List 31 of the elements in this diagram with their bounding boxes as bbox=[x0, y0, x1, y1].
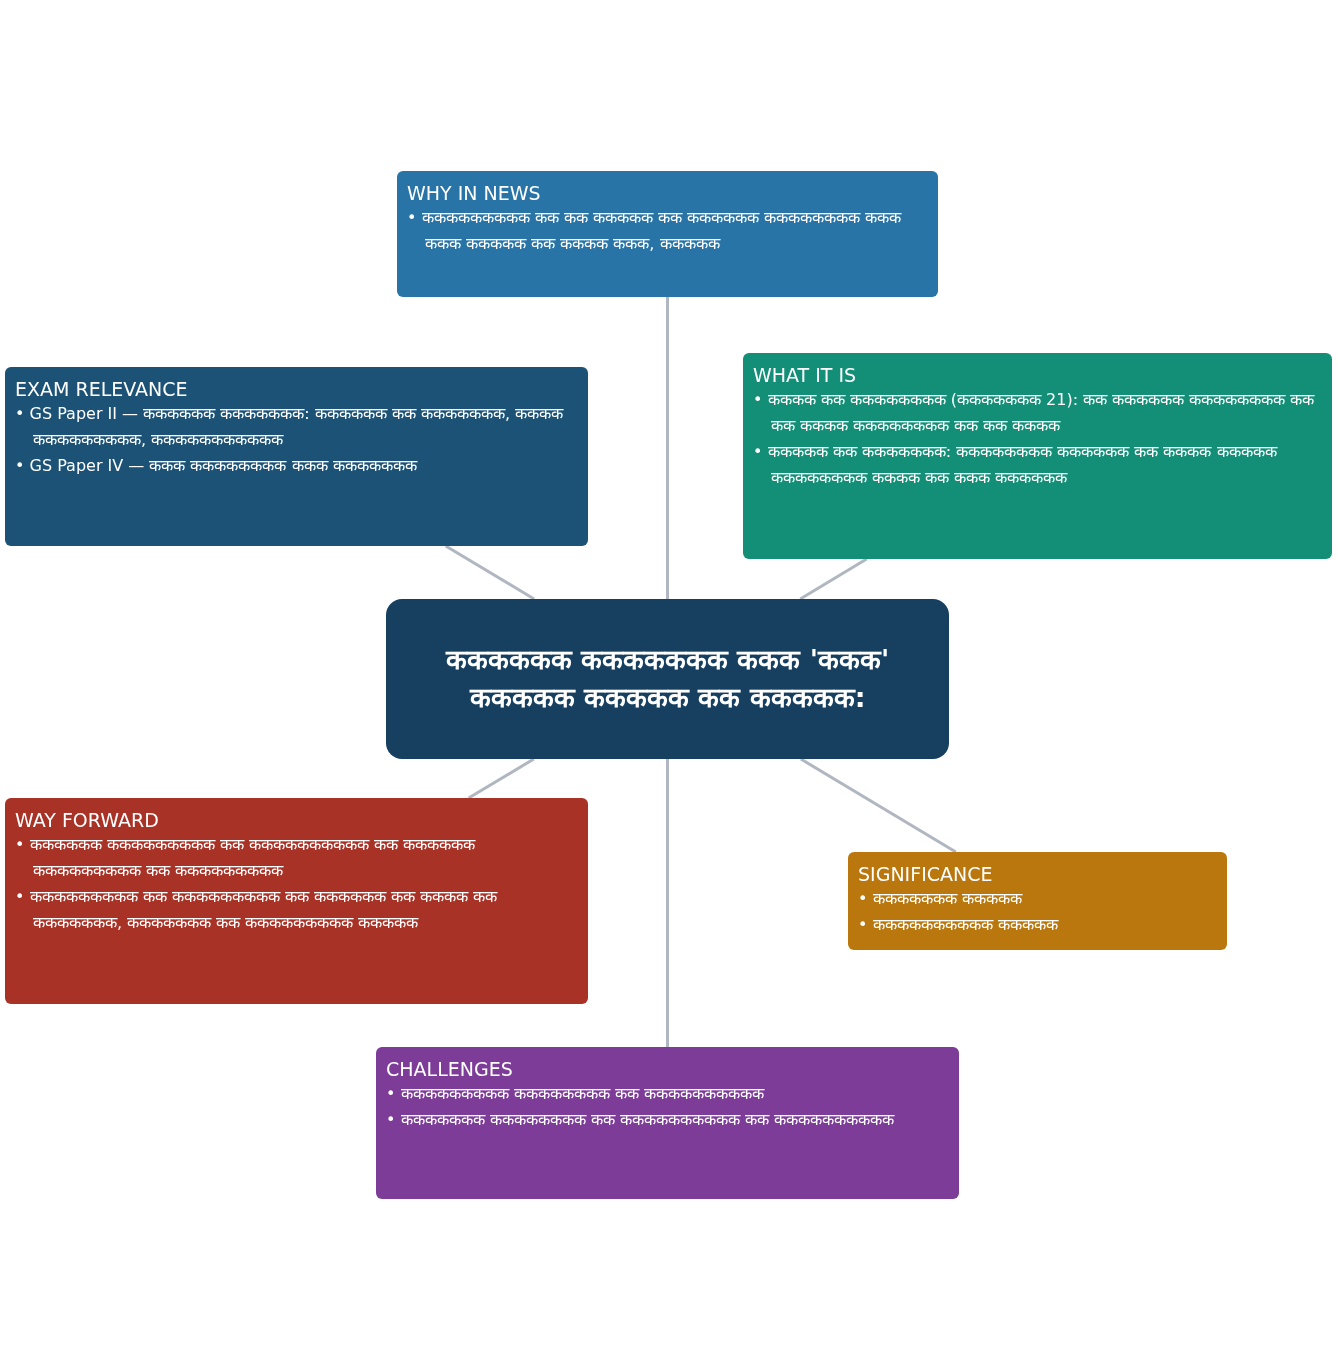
bullet-text: • कककक कक कककककककक (ककककककक 21): कक कककककक कककककककक कक कक कककक कककककककक कक कक कककक bbox=[753, 389, 1316, 437]
bullet-text: • कककककक ककककककककक कक कककककककककक कक कककककक ककककककककक कक ककककककककक bbox=[15, 834, 477, 882]
bullet-text: • ककककककककक कक ककककककककक कक कककककक कक कककक कक ककककककक, ककककककक कक ककककककककक ककककक bbox=[15, 886, 499, 934]
card-heading: CHALLENGES bbox=[386, 1057, 514, 1081]
bullet-text: • ककककककककक कककककककक कक कककककककककक bbox=[386, 1083, 766, 1105]
info-card bbox=[376, 1047, 959, 1199]
bullet-text: • ककककककक कककककककक कक कककककककककक कक कककककककककक bbox=[386, 1109, 896, 1131]
card-heading: WHAT IT IS bbox=[753, 363, 858, 387]
bullet-text: • GS Paper II — कककककक ककककककक: कककककक कक ककककककक, कककक ककककककककक, ककककककककककक bbox=[15, 403, 565, 451]
bullet-text: • GS Paper IV — ककक कककककककक ककक ककककककक bbox=[15, 455, 419, 477]
connector-line bbox=[444, 544, 535, 601]
bullet-text: • ककककककक ककककक bbox=[858, 888, 1024, 910]
connector-line bbox=[666, 297, 669, 599]
connector-line bbox=[666, 759, 669, 1047]
bullet-text: • ककककककककक कक कक ककककक कक कककककक कककककककक ककक ककक ककककक कक कककक ककक, ककककक bbox=[407, 207, 903, 255]
bullet-text: • कककककककककक ककककक bbox=[858, 914, 1060, 936]
info-card bbox=[5, 367, 588, 546]
topic-box bbox=[386, 599, 949, 759]
info-card bbox=[397, 171, 938, 297]
connector-line bbox=[800, 757, 957, 854]
connector-line bbox=[799, 557, 868, 601]
topic-title: कककककक ककककककक ककक 'ककक' ककककक ककककक कक ककककक: bbox=[444, 643, 891, 715]
card-heading: WAY FORWARD bbox=[15, 808, 160, 832]
card-heading: SIGNIFICANCE bbox=[858, 862, 994, 886]
connector-line bbox=[467, 757, 535, 800]
info-card bbox=[5, 798, 588, 1004]
card-heading: WHY IN NEWS bbox=[407, 181, 542, 205]
info-card bbox=[848, 852, 1227, 950]
bullet-text: • ककककक कक ककककककक: कककककककक कककककक कक कककक ककककक कककककककक कककक कक ककक कककककक bbox=[753, 441, 1279, 489]
info-card bbox=[743, 353, 1332, 559]
card-heading: EXAM RELEVANCE bbox=[15, 377, 189, 401]
